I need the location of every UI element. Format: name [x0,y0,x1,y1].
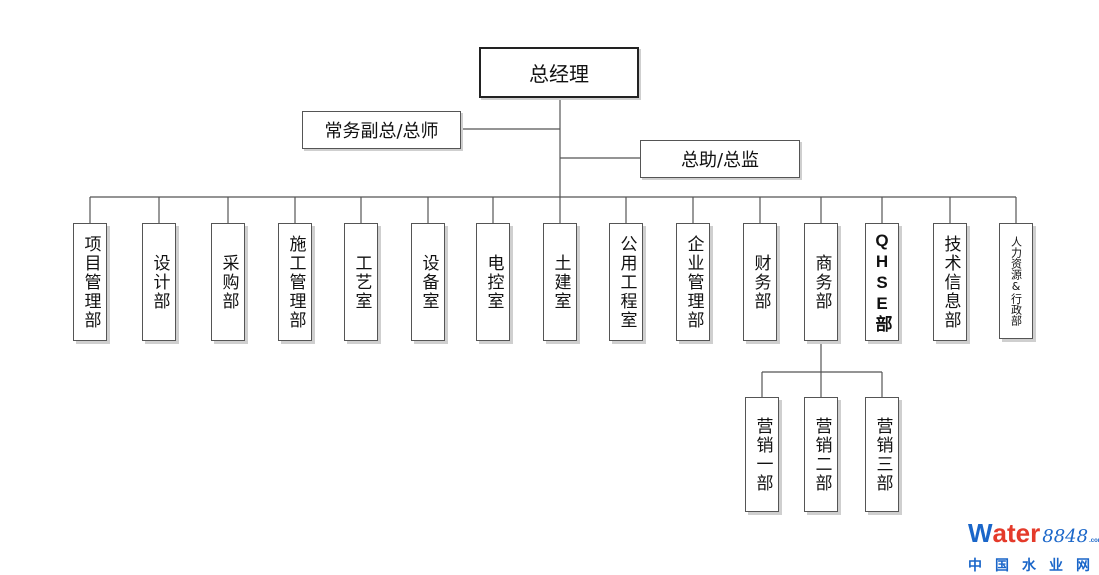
assistant-director-label: 总助/总监 [680,150,760,171]
dept-label: 设计部 [149,253,170,311]
dept-process: 工艺室 [344,223,378,341]
dept-label: 企业管理部 [683,234,704,330]
general-manager-label: 总经理 [529,62,589,86]
dept-label: 项目管理部 [80,234,101,330]
dept-label: 公用工程室 [616,234,637,330]
deputy-gm-box: 常务副总/总师 [302,111,461,149]
dept-label: 设备室 [418,253,439,311]
dept-commerce: 商务部 [804,223,838,341]
dept-label: QHSE部 [872,230,892,334]
logo-com: .com [1089,538,1099,544]
site-logo: W ater 8848 .com 中国水业网 [968,518,1099,575]
dept-design: 设计部 [142,223,176,341]
dept-label: 采购部 [218,253,239,311]
dept-construction-management: 施工管理部 [278,223,312,341]
dept-enterprise-management: 企业管理部 [676,223,710,341]
sales-unit-label: 营销二部 [811,416,832,493]
dept-finance: 财务部 [743,223,777,341]
dept-label: 人力资源&行政部 [1009,236,1023,326]
dept-technical-information: 技术信息部 [933,223,967,341]
logo-chinese-name: 中国水业网 [968,558,1099,574]
deputy-gm-label: 常务副总/总师 [324,121,439,142]
dept-project-management: 项目管理部 [73,223,107,341]
logo-number: 8848 [1042,526,1089,547]
sales-unit-2: 营销二部 [804,397,838,512]
logo-w: W [968,518,993,548]
dept-procurement: 采购部 [211,223,245,341]
sales-unit-label: 营销三部 [872,416,893,493]
dept-label: 商务部 [811,253,832,311]
dept-label: 工艺室 [351,253,372,311]
logo-wordmark: W ater 8848 .com [968,518,1099,554]
general-manager-box: 总经理 [479,47,639,98]
dept-label: 电控室 [483,253,504,311]
dept-label: 土建室 [550,253,571,311]
sales-unit-3: 营销三部 [865,397,899,512]
sales-unit-label: 营销一部 [752,416,773,493]
dept-civil: 土建室 [543,223,577,341]
dept-equipment: 设备室 [411,223,445,341]
dept-hr-admin: 人力资源&行政部 [999,223,1033,339]
dept-electrical-control: 电控室 [476,223,510,341]
dept-label: 财务部 [750,253,771,311]
dept-label: 施工管理部 [285,234,306,330]
dept-label: 技术信息部 [940,234,961,330]
sales-unit-1: 营销一部 [745,397,779,512]
assistant-director-box: 总助/总监 [640,140,800,178]
dept-utilities: 公用工程室 [609,223,643,341]
logo-ater: ater [992,518,1041,548]
dept-qhse: QHSE部 [865,223,899,341]
